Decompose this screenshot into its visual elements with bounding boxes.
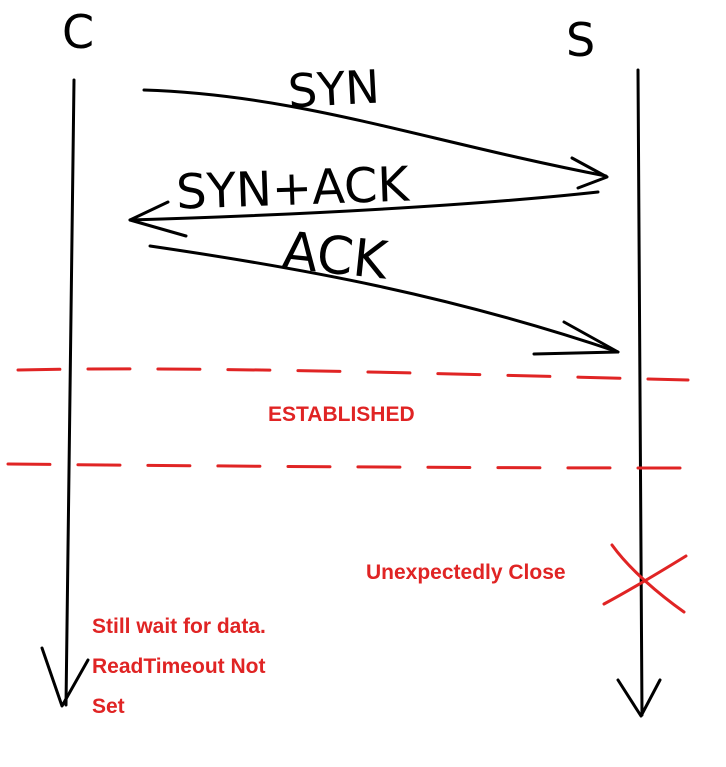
ack-label: ACK bbox=[279, 221, 392, 292]
close-cross-icon bbox=[602, 543, 688, 614]
established-label: ESTABLISHED bbox=[268, 403, 415, 426]
client-lifeline-arrowhead bbox=[40, 646, 90, 708]
client-label: C bbox=[62, 5, 94, 59]
established-top-boundary bbox=[16, 367, 690, 382]
client-lifeline bbox=[64, 78, 76, 707]
syn-arrowhead bbox=[570, 156, 609, 190]
syn-ack-arrow bbox=[128, 190, 600, 222]
ack-arrowhead bbox=[532, 320, 620, 356]
server-close-label: Unexpectedly Close bbox=[366, 561, 566, 584]
client-note-line-3: Set bbox=[92, 695, 125, 718]
established-bottom-boundary bbox=[6, 462, 696, 470]
syn-arrow bbox=[142, 88, 608, 178]
ack-arrow bbox=[148, 244, 620, 354]
syn-label: SYN bbox=[287, 59, 381, 118]
server-lifeline-arrowhead bbox=[616, 678, 662, 718]
server-label: S bbox=[566, 13, 595, 67]
syn-ack-label: SYN+ACK bbox=[175, 157, 411, 221]
client-note-line-2: ReadTimeout Not bbox=[92, 655, 265, 678]
client-note-line-1: Still wait for data. bbox=[92, 615, 266, 638]
syn-ack-arrowhead bbox=[128, 200, 188, 238]
server-lifeline bbox=[636, 68, 644, 717]
